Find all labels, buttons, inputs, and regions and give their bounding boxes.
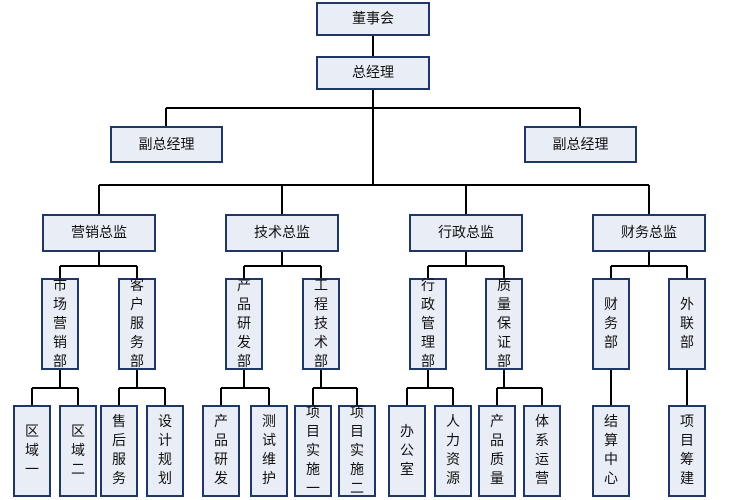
board-box: 董事会 — [316, 2, 430, 36]
department-label: 市场营销部 — [53, 277, 67, 370]
team-box: 项目实施二 — [338, 405, 376, 497]
team-box: 办公室 — [388, 405, 426, 497]
team-label: 项目实施一 — [306, 404, 320, 497]
director-label: 财务总监 — [621, 225, 677, 241]
deputy-label-left: 副总经理 — [138, 136, 195, 153]
director-box-finance: 财务总监 — [592, 214, 706, 252]
team-label: 办公室 — [400, 423, 414, 478]
department-label: 行政管理部 — [421, 277, 435, 370]
team-label: 体系运营 — [535, 414, 549, 487]
team-box: 设计规划 — [146, 405, 184, 497]
team-box: 项目筹建 — [668, 405, 706, 497]
team-box: 人力资源 — [434, 405, 472, 497]
department-label: 工程技术部 — [314, 277, 328, 370]
team-box: 区域一 — [13, 405, 51, 497]
department-box: 质量保证部 — [485, 278, 523, 370]
department-box: 客户服务部 — [118, 278, 156, 370]
director-box-marketing: 营销总监 — [42, 214, 156, 252]
team-box: 区域二 — [59, 405, 97, 497]
department-box: 市场营销部 — [41, 278, 79, 370]
board-label: 董事会 — [352, 11, 394, 27]
team-box: 产品质量 — [478, 405, 516, 497]
department-box: 行政管理部 — [409, 278, 447, 370]
department-label: 外联部 — [680, 296, 694, 351]
deputy-label-right: 副总经理 — [552, 136, 609, 153]
department-box: 外联部 — [668, 278, 706, 370]
team-label: 区域二 — [71, 423, 85, 478]
department-box: 工程技术部 — [302, 278, 340, 370]
team-box: 结算中心 — [592, 405, 630, 497]
director-box-technology: 技术总监 — [225, 214, 339, 252]
team-label: 项目实施二 — [350, 404, 364, 497]
department-label: 客户服务部 — [130, 277, 144, 370]
team-label: 区域一 — [25, 423, 39, 478]
team-box: 体系运营 — [523, 405, 561, 497]
team-label: 设计规划 — [158, 414, 172, 487]
general-manager-box: 总经理 — [316, 56, 430, 90]
general-manager-label: 总经理 — [352, 65, 394, 81]
director-label: 技术总监 — [254, 225, 310, 241]
department-box: 财务部 — [592, 278, 630, 370]
team-label: 产品研发 — [214, 414, 228, 487]
department-label: 质量保证部 — [497, 277, 511, 370]
team-label: 产品质量 — [490, 414, 504, 487]
team-label: 人力资源 — [446, 414, 460, 487]
team-label: 测试维护 — [262, 414, 276, 487]
team-label: 项目筹建 — [680, 414, 694, 487]
deputy-box-left: 副总经理 — [110, 126, 223, 163]
director-label: 营销总监 — [71, 225, 127, 241]
team-box: 测试维护 — [250, 405, 288, 497]
team-box: 产品研发 — [202, 405, 240, 497]
team-label: 售后服务 — [112, 414, 126, 487]
deputy-box-right: 副总经理 — [524, 126, 637, 163]
department-box: 产品研发部 — [225, 278, 263, 370]
department-label: 财务部 — [604, 296, 618, 351]
team-label: 结算中心 — [604, 414, 618, 487]
director-label: 行政总监 — [438, 225, 494, 241]
director-box-administration: 行政总监 — [409, 214, 523, 252]
team-box: 项目实施一 — [294, 405, 332, 497]
department-label: 产品研发部 — [237, 277, 251, 370]
team-box: 售后服务 — [100, 405, 138, 497]
